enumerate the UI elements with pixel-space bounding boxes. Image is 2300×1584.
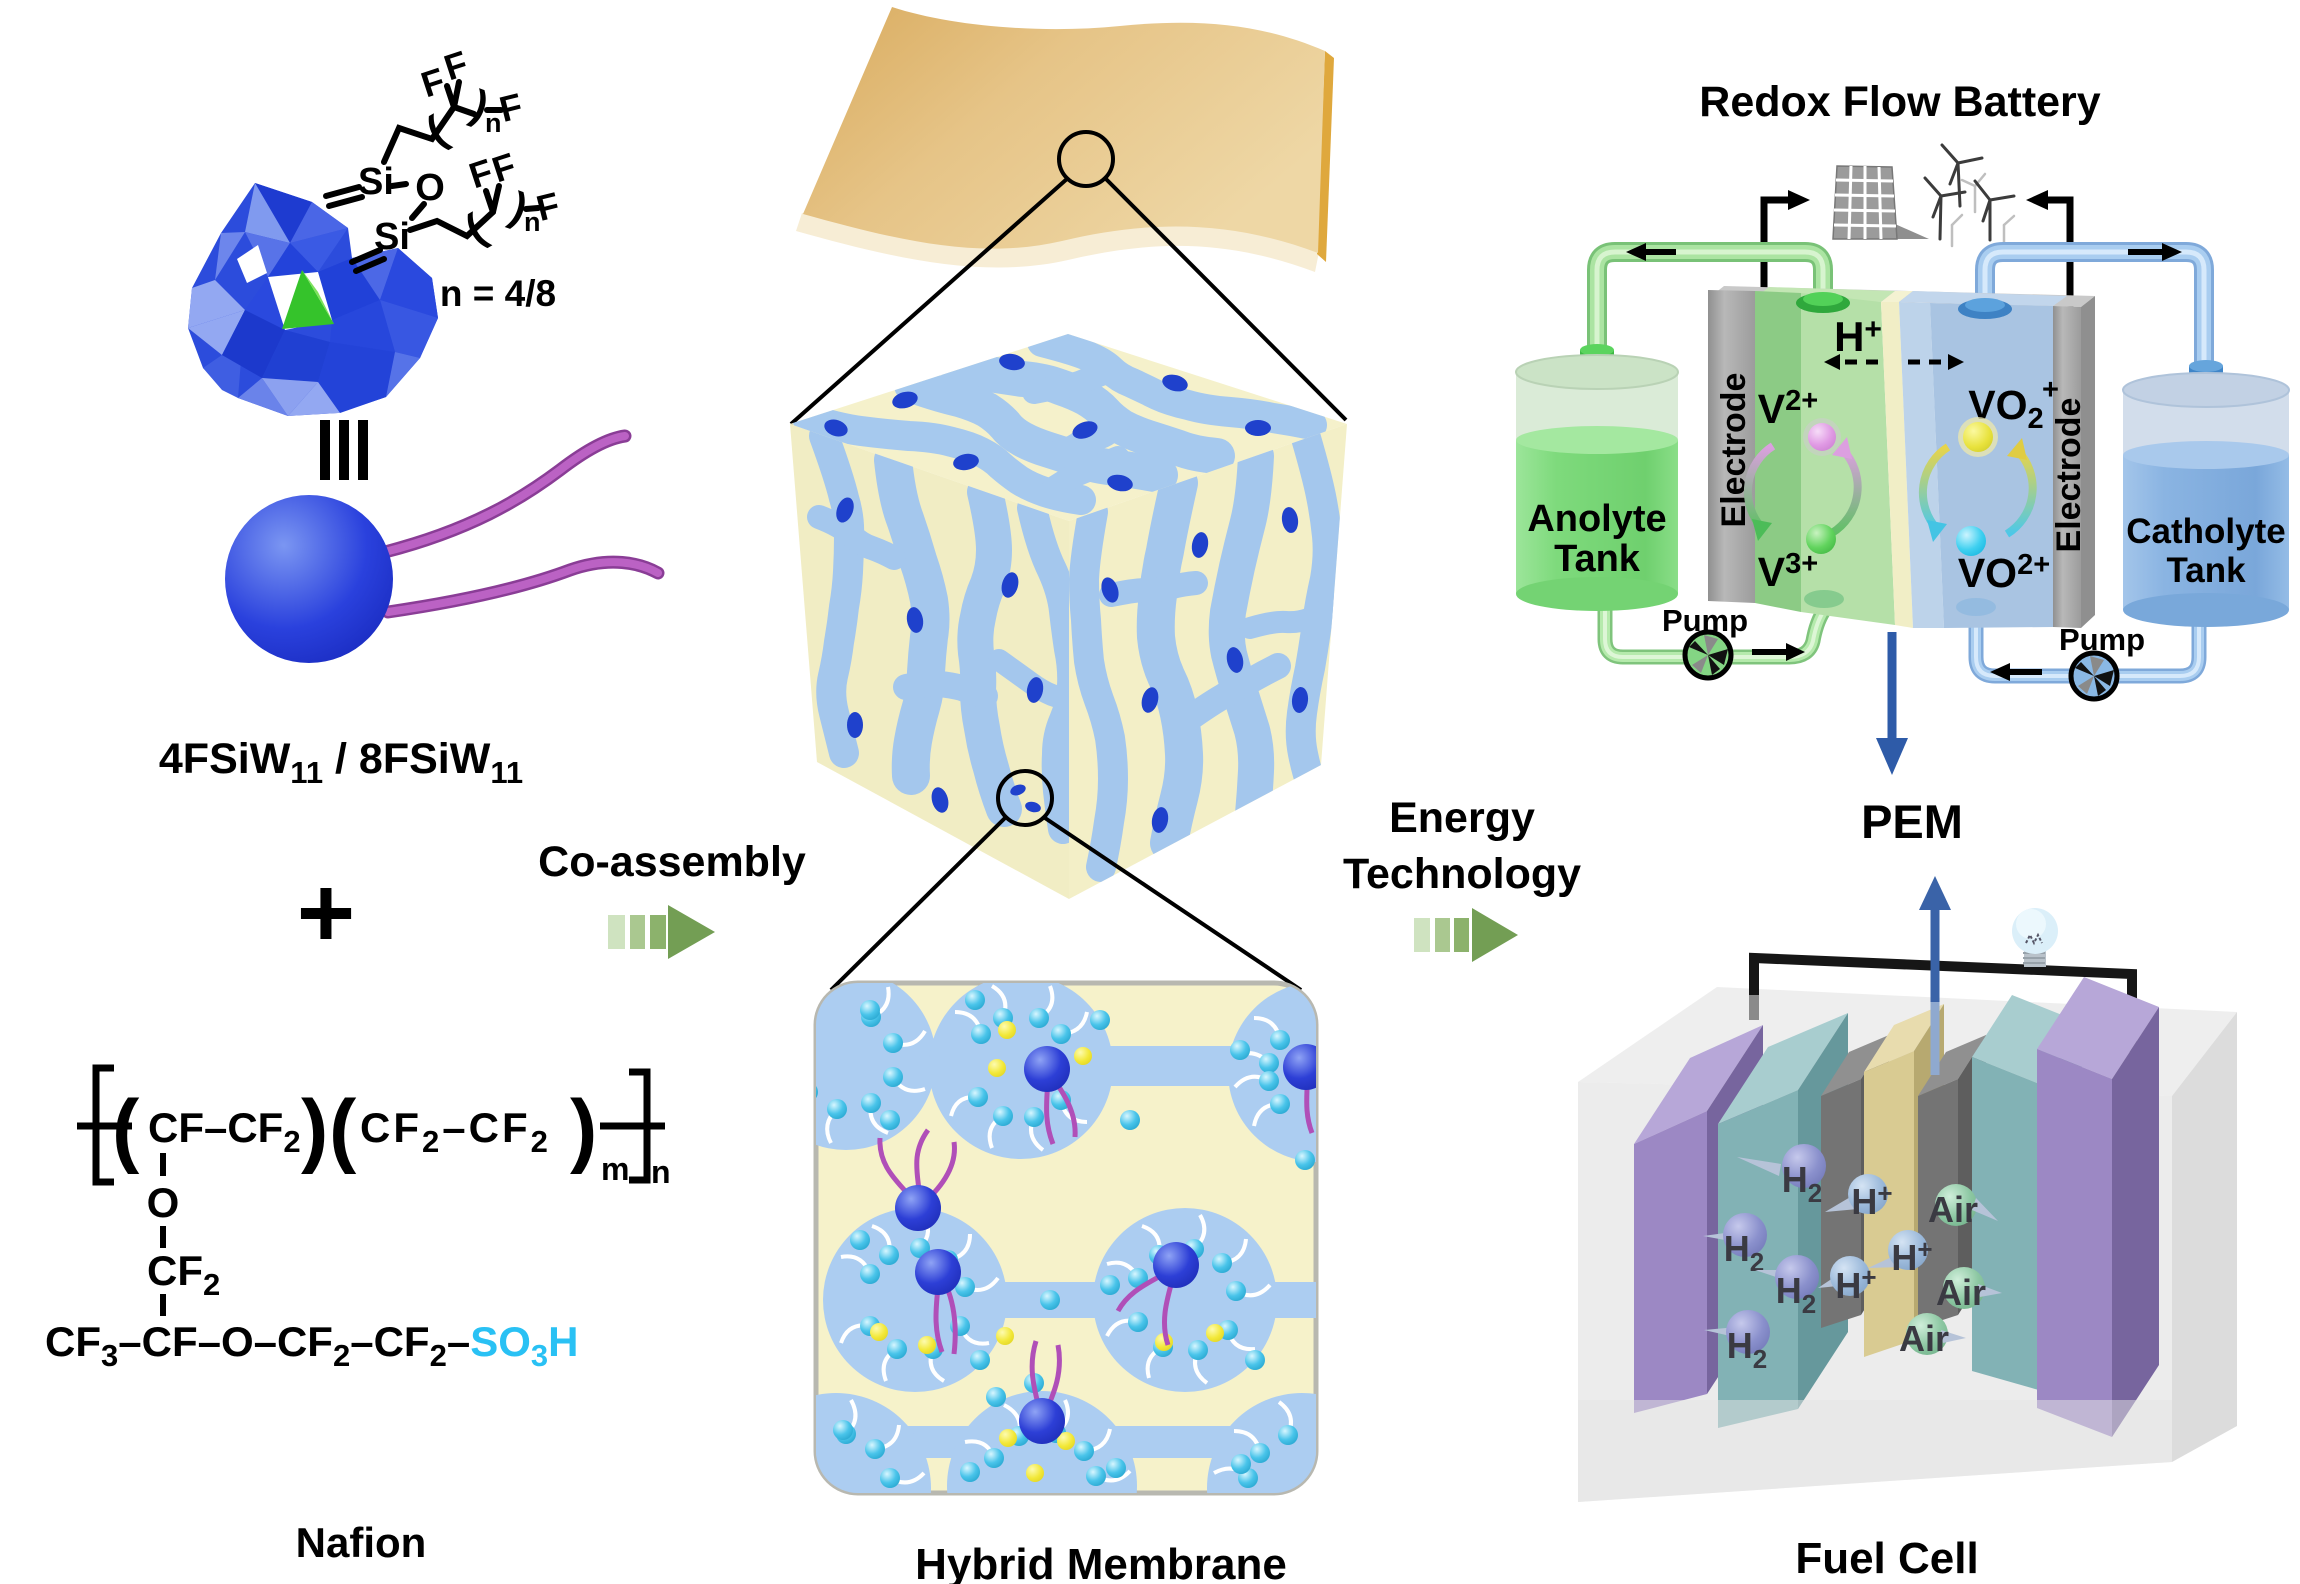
svg-text:O: O xyxy=(415,167,445,209)
svg-text:Si: Si xyxy=(374,216,410,258)
svg-text:Air: Air xyxy=(1928,1189,1978,1230)
svg-text:Redox Flow Battery: Redox Flow Battery xyxy=(1699,78,2100,126)
svg-text:): ) xyxy=(570,1084,597,1175)
svg-text:Co-assembly: Co-assembly xyxy=(538,838,806,886)
svg-text:H+: H+ xyxy=(1851,1178,1892,1222)
svg-text:): ) xyxy=(301,1084,328,1175)
svg-text:n = 4/8: n = 4/8 xyxy=(440,273,556,314)
svg-text:Tank: Tank xyxy=(1554,538,1641,580)
svg-text:Electrode: Electrode xyxy=(2050,398,2088,553)
svg-text:Fuel Cell: Fuel Cell xyxy=(1795,1534,1978,1583)
svg-text:+: + xyxy=(2042,374,2059,406)
svg-text:Catholyte: Catholyte xyxy=(2126,512,2285,551)
svg-text:4FSiW11 / 8FSiW11: 4FSiW11 / 8FSiW11 xyxy=(159,735,523,790)
svg-text:(: ( xyxy=(329,1084,357,1175)
svg-text:Nafion: Nafion xyxy=(296,1519,427,1566)
svg-text:n: n xyxy=(524,207,541,237)
svg-text:Energy: Energy xyxy=(1389,794,1535,842)
svg-text:Anolyte: Anolyte xyxy=(1527,498,1666,540)
svg-text:n: n xyxy=(485,108,502,138)
svg-text:Technology: Technology xyxy=(1343,850,1581,898)
svg-text:O: O xyxy=(147,1179,180,1226)
svg-text:(: ( xyxy=(112,1084,140,1175)
svg-text:Si: Si xyxy=(358,161,394,203)
svg-text:CF3–CF–O–CF2–CF2–SO3H: CF3–CF–O–CF2–CF2–SO3H xyxy=(45,1318,578,1373)
svg-text:Air: Air xyxy=(1899,1318,1949,1359)
svg-text:n: n xyxy=(651,1154,671,1190)
svg-text:Tank: Tank xyxy=(2166,551,2246,590)
svg-text:PEM: PEM xyxy=(1861,795,1963,848)
svg-text:CF2–CF2: CF2–CF2 xyxy=(360,1104,551,1159)
svg-text:+: + xyxy=(297,857,355,969)
svg-text:Hybrid Membrane: Hybrid Membrane xyxy=(915,1540,1287,1584)
svg-text:Pump: Pump xyxy=(1662,603,1748,638)
svg-text:Pump: Pump xyxy=(2059,622,2145,657)
svg-text:CF–CF2: CF–CF2 xyxy=(148,1104,301,1159)
svg-text:Air: Air xyxy=(1936,1272,1986,1313)
svg-text:m: m xyxy=(601,1151,629,1187)
